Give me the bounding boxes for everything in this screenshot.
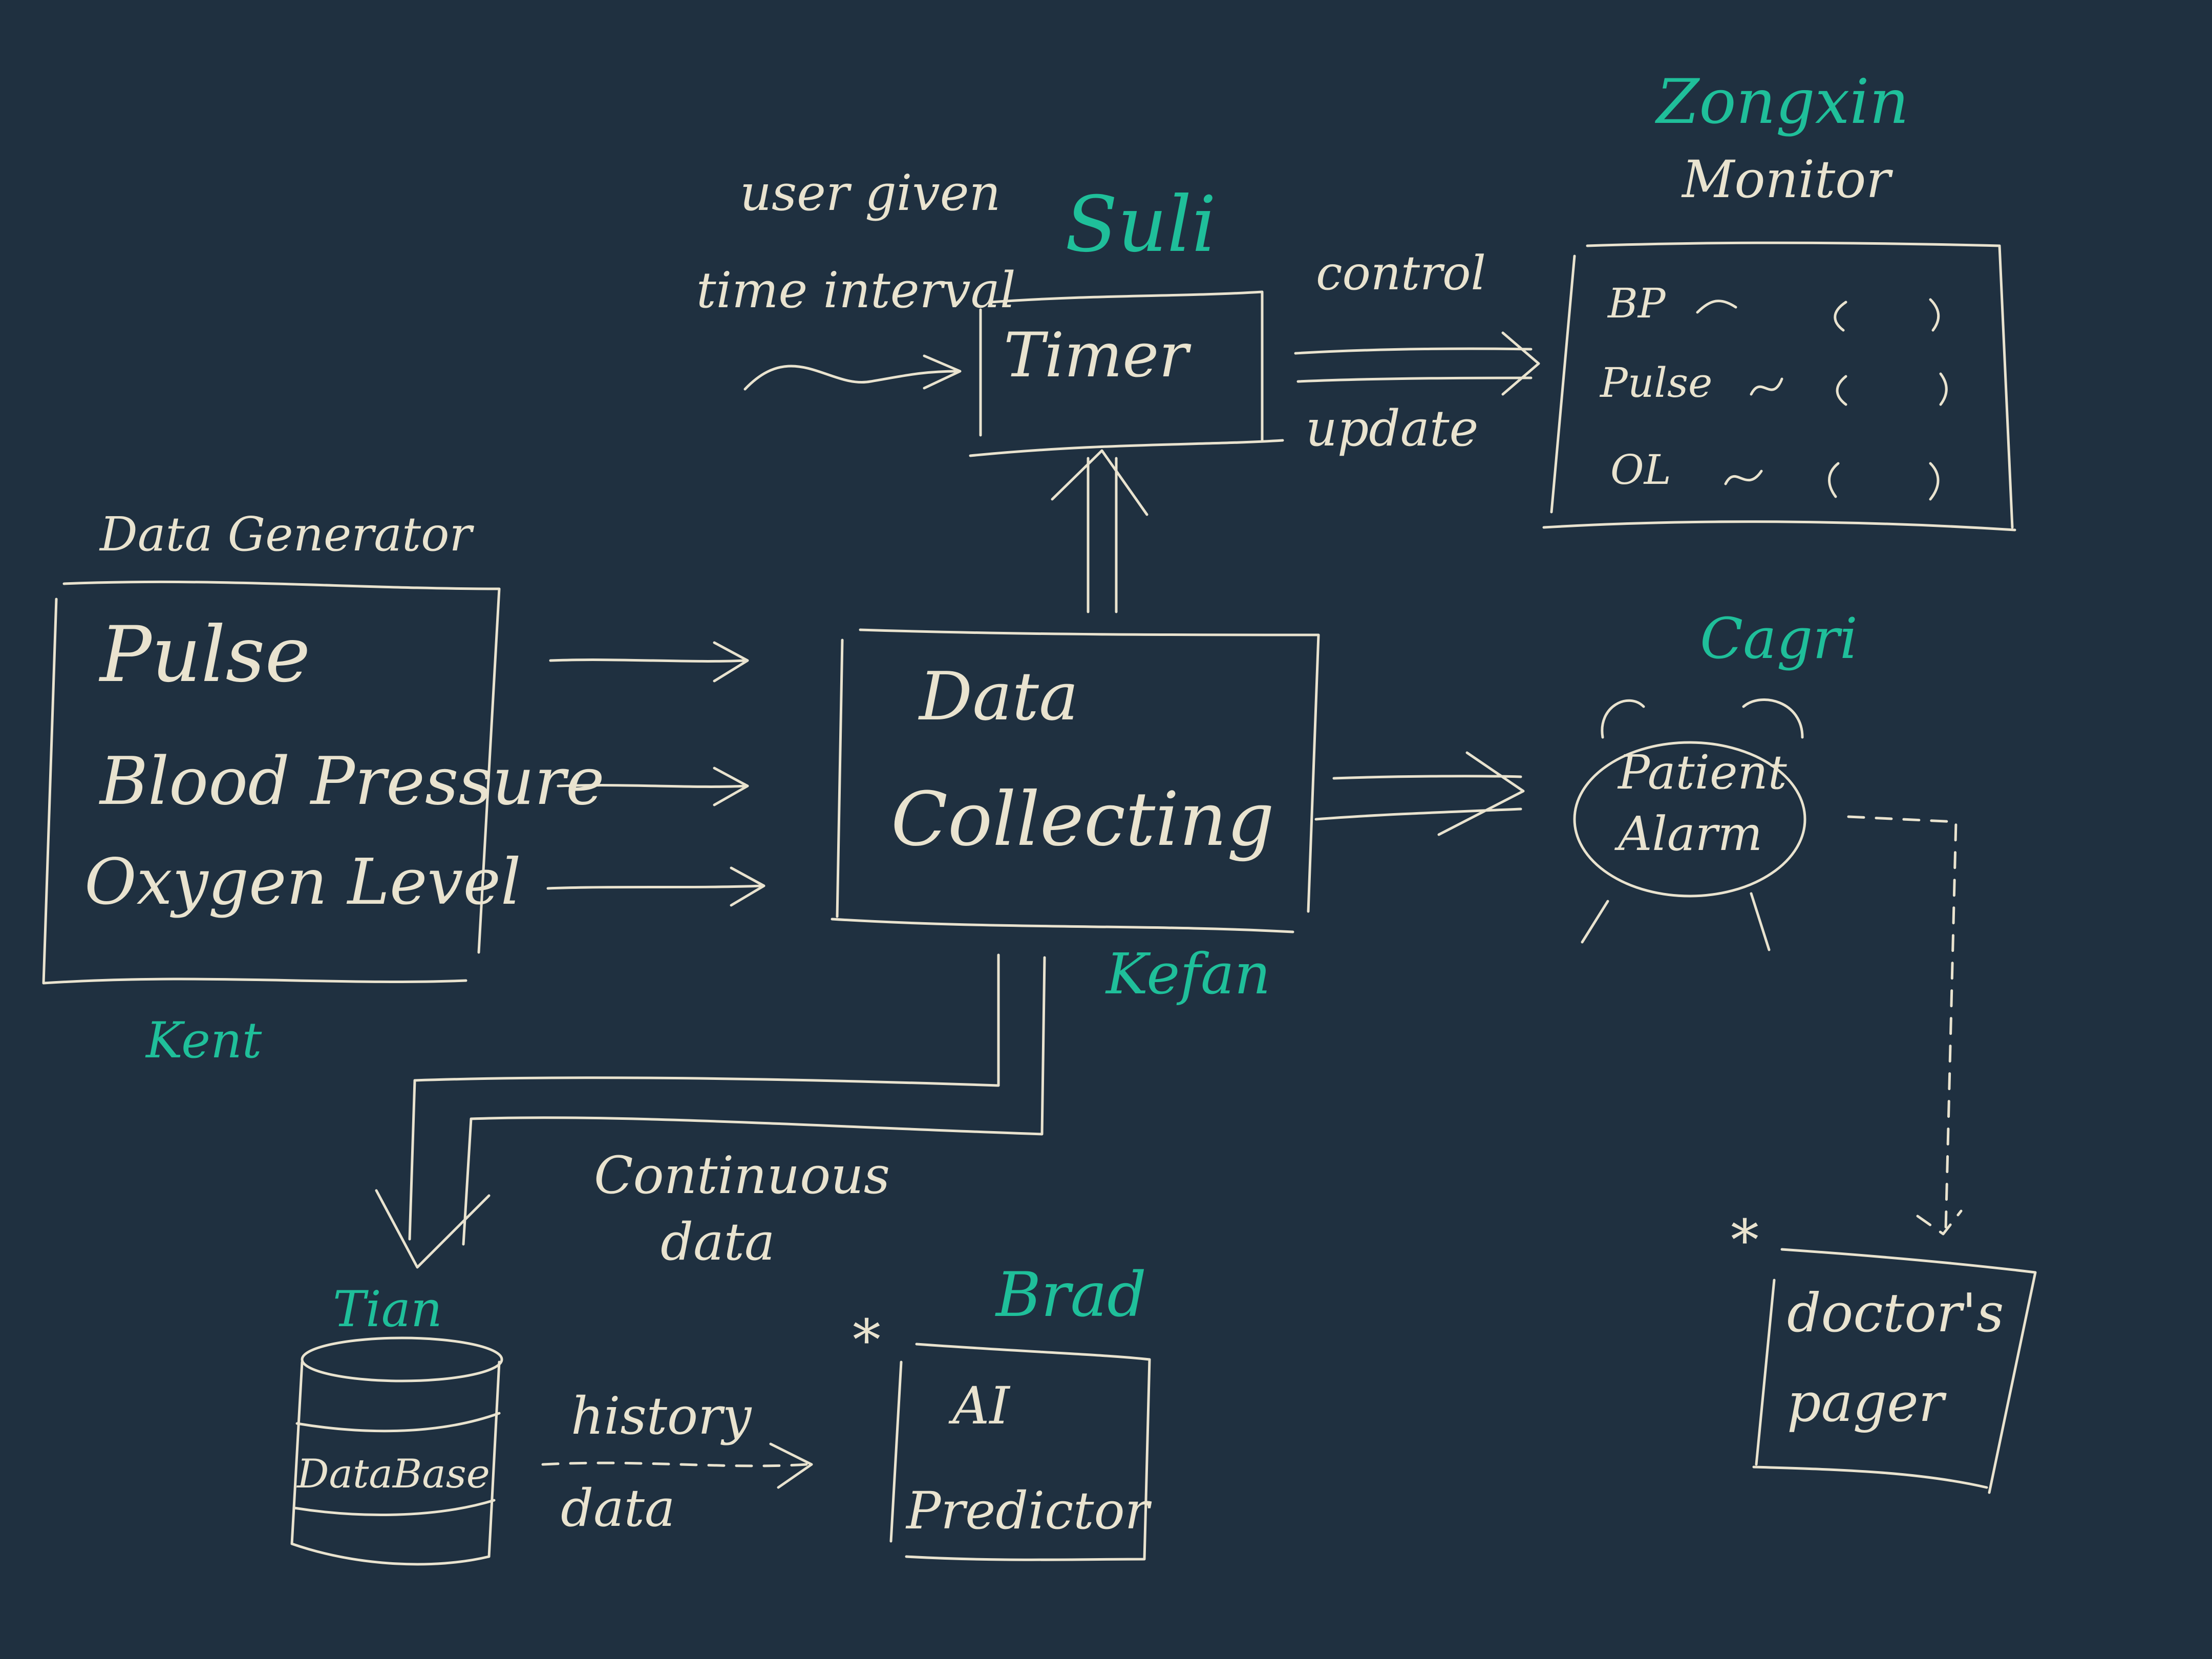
data-collecting-owner: Kefan [1105,941,1270,1007]
history-data-flow: history data [541,1386,813,1538]
continuous-data-label-line2: data [661,1212,775,1272]
signal-oxygen-level: Oxygen Level [84,845,521,919]
monitor-row-bp-label: BP [1607,280,1666,327]
monitor-row-ol-label: OL [1610,446,1671,494]
monitor-title: Monitor [1681,150,1893,209]
ai-predictor-box [889,1343,1151,1561]
patient-alarm-label-line2: Alarm [1614,806,1762,861]
patient-alarm-owner: Cagri [1700,606,1858,671]
collector-to-alarm-double-arrow [1314,751,1525,836]
data-collecting: Data Collecting Kefan [831,628,1320,1007]
monitor-row-bp-value [1696,298,1940,332]
timer-input-label-line2: time interval [696,262,1016,319]
data-generator-box [42,580,501,985]
database: Tian DataBase [290,1281,503,1566]
continuous-data-label-line1: Continuous [594,1145,890,1205]
monitor: Zongxin Monitor BP Pulse OL [1542,67,2016,531]
monitor-box [1542,241,2016,531]
timer-control-label: control [1316,246,1486,301]
data-generator-owner: Kent [145,1012,262,1069]
patient-alarm: Cagri Patient Alarm [1573,606,1963,1236]
timer-label: Timer [1004,320,1192,391]
alarm-to-pager-dashed-arrow [1847,815,1963,1236]
ai-predictor-owner: Brad [995,1260,1146,1331]
monitor-row-ol-value [1724,462,1940,501]
timer-box [969,290,1284,457]
history-arrow-head [769,1442,813,1489]
timer-input-label-line1: user given [740,164,1001,222]
monitor-row-pulse-value [1750,372,1948,406]
ai-predictor-star: * [853,1307,881,1373]
data-collecting-label-line2: Collecting [891,776,1274,863]
history-data-label-line2: data [561,1478,675,1538]
database-label: DataBase [296,1451,490,1497]
ai-predictor: Brad * AI Predictor [853,1260,1152,1561]
data-generator: Data Generator Pulse Blood Pressure Oxyg… [42,507,605,1069]
monitor-row-pulse-label: Pulse [1599,359,1712,407]
pulse-arrow [549,641,749,683]
doctors-pager: * doctor's pager [1731,1207,2037,1494]
time-interval-input-arrow [743,354,962,391]
database-cylinder-top [301,1336,503,1382]
ai-predictor-label-line1: AI [948,1376,1011,1436]
collector-to-timer-double-arrow [1051,449,1148,613]
collector-to-database-double-arrow [375,953,1046,1269]
monitor-owner: Zongxin [1654,67,1909,138]
patient-alarm-label-line1: Patient [1617,745,1788,800]
generator-to-collector-arrows [546,641,765,907]
timer: Suli user given time interval Timer cont… [696,164,1540,457]
database-to-predictor-dashed-arrow [541,1461,808,1467]
database-cylinder-body [290,1360,501,1566]
data-generator-title: Data Generator [99,507,474,562]
signal-blood-pressure: Blood Pressure [99,743,605,820]
alarm-clock-bells [1601,698,1804,739]
history-data-label-line1: history [571,1386,752,1446]
oxygen-level-arrow [546,866,765,907]
pager-label-line1: doctor's [1787,1282,2004,1344]
timer-update-label: update [1306,400,1478,457]
alarm-clock-legs [1581,892,1771,951]
timer-to-monitor-double-arrow [1294,331,1540,396]
data-collecting-label-line1: Data [918,657,1078,735]
timer-owner: Suli [1065,180,1216,269]
data-collecting-box [831,628,1320,933]
database-owner: Tian [333,1281,442,1338]
signal-pulse: Pulse [98,610,310,699]
pager-box [1752,1248,2037,1494]
blood-pressure-arrow [557,767,749,806]
pager-star: * [1731,1207,1759,1273]
pager-label-line2: pager [1787,1371,1947,1434]
alarm-clock-body [1573,741,1806,898]
ai-predictor-label-line2: Predictor [905,1481,1152,1541]
continuous-data-flow: Continuous data [375,953,1046,1272]
